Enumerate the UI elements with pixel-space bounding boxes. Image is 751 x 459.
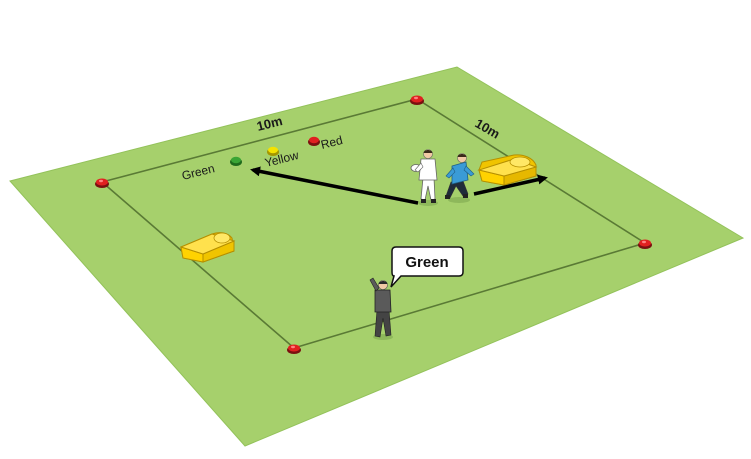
- cone-label-red: Red: [319, 133, 344, 152]
- color-cone-yellow: [267, 146, 279, 156]
- color-cone-red: [308, 136, 320, 146]
- tackle-bag-left: [179, 232, 236, 263]
- corner-cone-bottom: [287, 344, 301, 354]
- pitch-surface: [9, 66, 745, 447]
- coach-speech-bubble: Green: [390, 246, 464, 288]
- run-arrow-to-right: [473, 174, 548, 196]
- attacker-player: [410, 149, 438, 206]
- run-arrow-to-green: [250, 166, 419, 205]
- coach-call-text: Green: [405, 254, 448, 271]
- corner-cone-left: [95, 178, 109, 188]
- dimension-label-top: 10m: [255, 113, 284, 134]
- corner-cone-right: [638, 239, 652, 249]
- color-cone-green: [230, 156, 242, 166]
- tackle-bag-right: [477, 154, 538, 186]
- corner-cone-top: [410, 95, 424, 105]
- defender-player: [445, 153, 475, 203]
- coach-figure: [369, 277, 393, 340]
